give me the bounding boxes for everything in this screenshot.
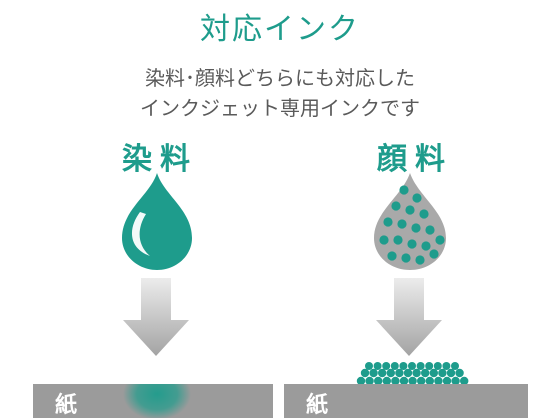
pigment-particle xyxy=(356,376,366,386)
pigment-particle xyxy=(417,376,426,386)
pigment-particle xyxy=(429,368,438,378)
page-title: 対応インク xyxy=(200,12,360,47)
pigment-particle xyxy=(455,368,464,378)
pigment-particle xyxy=(399,376,409,386)
paper-label: 紙 xyxy=(55,393,78,418)
pigment-particle xyxy=(442,362,451,370)
subtitle-line-1: 染料･顔料どちらにも対応した xyxy=(145,66,415,90)
pigment-particle xyxy=(360,368,370,378)
pigment-particle xyxy=(395,368,404,378)
pigment-particle xyxy=(383,217,393,227)
pigment-particle xyxy=(416,362,425,370)
pigment-drop-icon xyxy=(374,173,446,270)
paper-strip-pigment: 紙 xyxy=(284,384,528,418)
paper-label: 紙 xyxy=(306,393,329,418)
pigment-particle xyxy=(446,368,456,378)
pigment-particle xyxy=(382,362,391,370)
pigment-particle xyxy=(386,368,395,378)
dye-drop-icon xyxy=(122,173,192,270)
pigment-particle xyxy=(374,376,383,386)
pigment-particle xyxy=(421,241,431,251)
pigment-particle xyxy=(391,201,401,211)
dye-label: 染料 xyxy=(122,142,198,177)
pigment-particle xyxy=(373,362,382,370)
pigment-particle xyxy=(411,223,421,233)
pigment-particle xyxy=(419,209,429,219)
pigment-particle xyxy=(421,368,430,378)
pigment-particle xyxy=(387,251,397,261)
pigment-particle xyxy=(451,362,459,370)
pigment-particle xyxy=(425,376,434,386)
pigment-particle xyxy=(365,376,374,386)
pigment-particle xyxy=(401,253,411,263)
pigment-particle xyxy=(399,185,409,195)
pigment-particle xyxy=(412,368,421,378)
pigment-particle xyxy=(391,376,400,386)
pigment-particle xyxy=(397,219,407,229)
down-arrow-icon xyxy=(376,278,442,356)
paper-strip-dye: 紙 xyxy=(33,384,273,418)
subtitle-line-2: インクジェット専用インクです xyxy=(140,96,420,120)
pigment-particle xyxy=(382,376,391,386)
pigment-particle xyxy=(369,368,378,378)
pigment-particle xyxy=(393,235,403,245)
pigment-particle xyxy=(379,235,389,245)
pigment-layer-on-paper xyxy=(356,362,469,386)
pigment-particle xyxy=(408,362,416,370)
pigment-particle xyxy=(435,235,445,245)
pigment-particle xyxy=(365,362,373,370)
pigment-particle xyxy=(390,362,399,370)
pigment-particle xyxy=(407,239,417,249)
pigment-particle xyxy=(425,225,435,235)
pigment-particle xyxy=(442,376,452,386)
pigment-particle xyxy=(425,362,434,370)
pigment-particles xyxy=(379,185,445,265)
dye-stain xyxy=(123,384,191,418)
down-arrow-icon xyxy=(123,278,189,356)
pigment-particle xyxy=(405,205,415,215)
pigment-particle xyxy=(399,362,408,370)
pigment-particle xyxy=(378,368,387,378)
pigment-particle xyxy=(429,249,439,259)
pigment-particle xyxy=(412,193,422,203)
pigment-particle xyxy=(415,255,425,265)
pigment-label: 顔料 xyxy=(377,142,453,177)
pigment-particle xyxy=(408,376,417,386)
pigment-particle xyxy=(403,368,413,378)
pigment-particle xyxy=(451,376,460,386)
pigment-particle xyxy=(433,362,442,370)
pigment-particle xyxy=(460,376,469,386)
pigment-particle xyxy=(434,376,443,386)
pigment-particle xyxy=(438,368,447,378)
